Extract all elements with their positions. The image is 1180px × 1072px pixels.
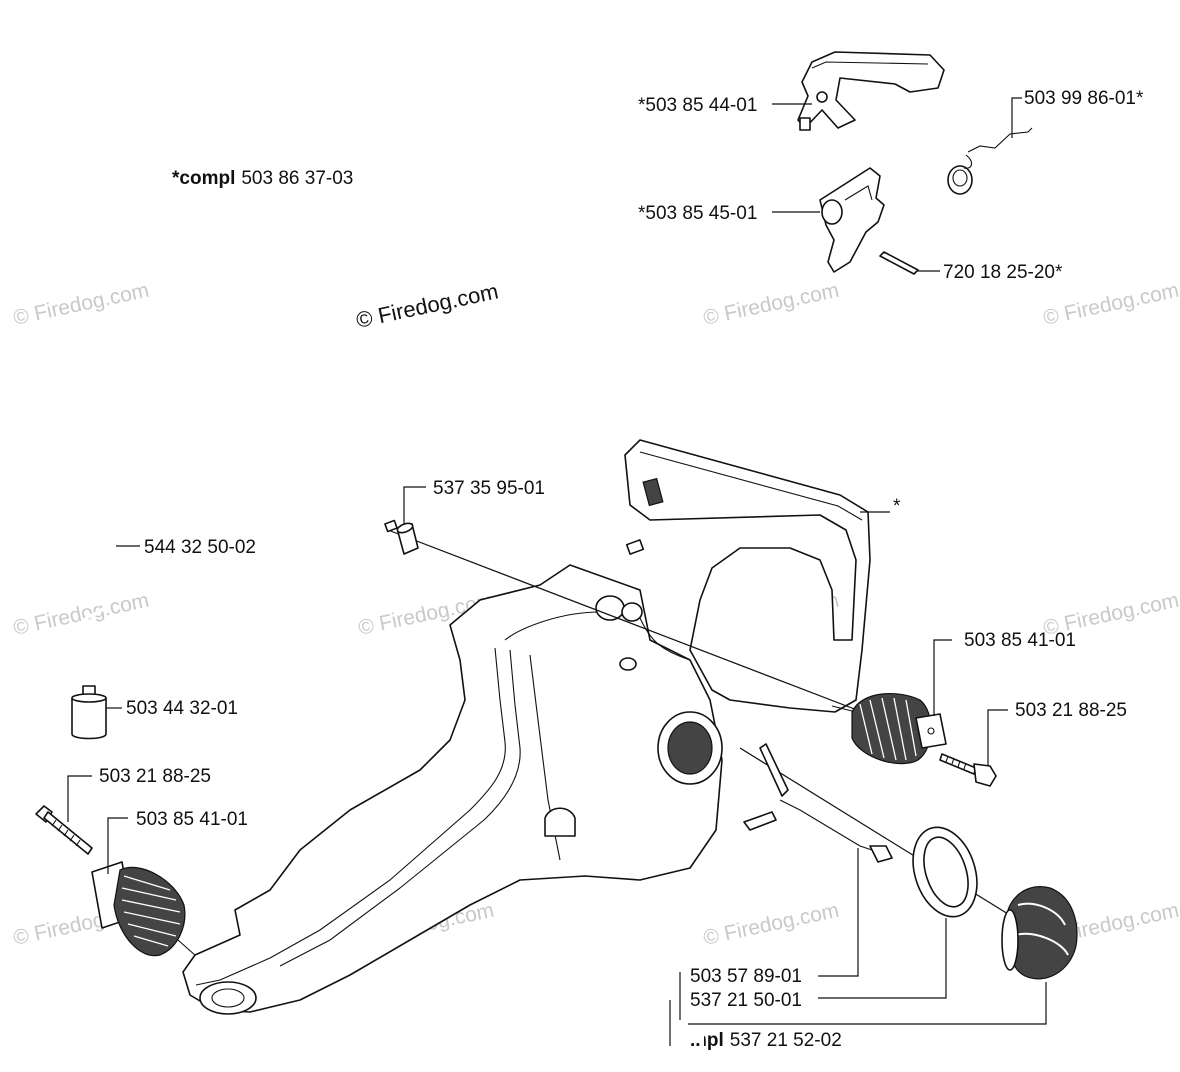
label-fuel-filter: 503 44 32-01 [126, 698, 238, 719]
leader-line [688, 982, 1047, 1025]
cap-strap-part [743, 743, 893, 863]
leader-line [818, 848, 859, 977]
label-fuel-hose: 544 32 50-02 [144, 537, 256, 558]
screw-left-part [35, 805, 93, 855]
assembly-axis-line [387, 529, 871, 716]
fuel-filter-part [71, 685, 107, 740]
gasket-part [912, 826, 978, 918]
leader-line [933, 639, 952, 716]
pin-part [879, 251, 919, 275]
leader-line [107, 817, 128, 874]
label-av-spring-right: 503 85 41-01 [964, 630, 1076, 651]
fuel-cap-part [1001, 886, 1078, 980]
screw-right-part [939, 753, 997, 787]
assembly-axis-line [739, 747, 1051, 941]
throttle-lockout-part [819, 167, 885, 273]
trigger-part [797, 51, 945, 131]
compl-kit-number: 503 86 37-03 [241, 168, 353, 189]
leader-line [987, 709, 1008, 766]
label-throttle-lockout: *503 85 45-01 [638, 203, 757, 224]
leader-line [403, 486, 426, 524]
cap-compl-number: 537 21 52-02 [730, 1030, 842, 1051]
label-handle-star: * [893, 496, 901, 517]
label-trigger-spring: 503 99 86-01* [1024, 88, 1144, 109]
label-trigger-top: *503 85 44-01 [638, 95, 757, 116]
label-pin: 720 18 25-20* [943, 262, 1063, 283]
label-screw-left: 503 21 88-25 [99, 766, 211, 787]
watermark-main: © Firedog.com [354, 278, 501, 333]
leader-line [1011, 97, 1022, 138]
watermark-text: © Firedog.com [11, 279, 151, 330]
dampener-nut-part [384, 519, 419, 555]
compl-kit-label: *compl 503 86 37-03 [172, 168, 353, 189]
label-screw-right: 503 21 88-25 [1015, 700, 1127, 721]
cropped-text-mask [688, 1030, 704, 1050]
watermark-text: © Firedog.com [1041, 279, 1180, 330]
trigger-spring-part [947, 127, 1033, 195]
watermark-text: © Firedog.com [701, 279, 841, 330]
compl-kit-prefix: *compl [172, 168, 235, 189]
watermark-text: © Firedog.com [701, 899, 841, 950]
av-spring-right-part [831, 692, 947, 765]
label-dampener-nut: 537 35 95-01 [433, 478, 545, 499]
rear-handle-tank-body [182, 439, 871, 1015]
fuel-hose-part [63, 344, 116, 661]
av-spring-left-part [91, 861, 197, 957]
label-cable: 503 57 89-01 [690, 966, 802, 987]
label-gasket: 537 21 50-01 [690, 990, 802, 1011]
leader-line [818, 918, 947, 999]
label-av-spring-left: 503 85 41-01 [136, 809, 248, 830]
cap-compl-truncated-marks: .. [690, 1030, 701, 1051]
leader-line [67, 775, 92, 822]
